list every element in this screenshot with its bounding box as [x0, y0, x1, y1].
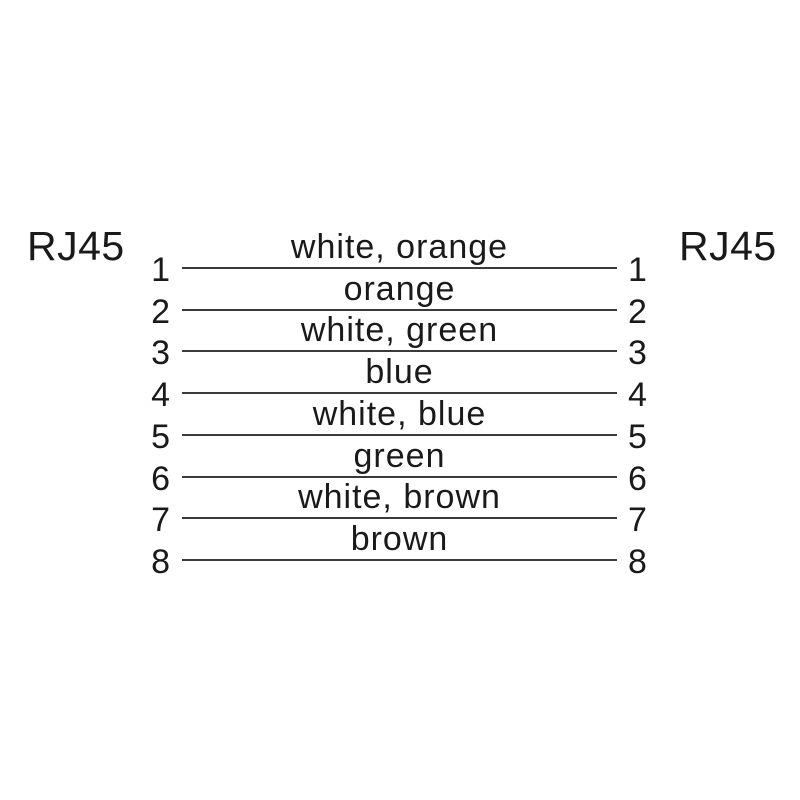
pin-number-left: 3	[151, 334, 170, 372]
pin-number-left: 8	[151, 543, 170, 581]
pin-number-right: 1	[628, 251, 647, 289]
pin-number-right: 6	[628, 460, 647, 498]
wire-line	[182, 392, 617, 394]
connector-label-left: RJ45	[27, 223, 125, 269]
wire-line	[182, 476, 617, 478]
pin-number-left: 7	[151, 501, 170, 539]
wire-color-label: green	[353, 437, 446, 475]
wire-line	[182, 434, 617, 436]
pin-number-left: 4	[151, 376, 170, 414]
wire-color-label: blue	[365, 353, 434, 391]
pin-number-left: 5	[151, 418, 170, 456]
wire-line	[182, 559, 617, 561]
pin-number-right: 8	[628, 543, 647, 581]
wire-color-label: orange	[343, 270, 456, 308]
wire-color-label: white, brown	[298, 478, 501, 516]
wire-color-label: white, blue	[312, 395, 487, 433]
wire-color-label: white, orange	[290, 228, 509, 266]
wire-color-label: white, green	[300, 311, 499, 349]
wire-line	[182, 350, 617, 352]
pin-number-right: 7	[628, 501, 647, 539]
pin-number-left: 6	[151, 460, 170, 498]
connector-label-right: RJ45	[679, 223, 777, 269]
pin-number-right: 4	[628, 376, 647, 414]
pin-number-left: 1	[151, 251, 170, 289]
pin-number-right: 3	[628, 334, 647, 372]
wire-color-label: brown	[350, 520, 449, 558]
pin-number-right: 5	[628, 418, 647, 456]
pin-number-left: 2	[151, 293, 170, 331]
wire-line	[182, 267, 617, 269]
wire-line	[182, 309, 617, 311]
pin-number-right: 2	[628, 293, 647, 331]
wire-line	[182, 517, 617, 519]
